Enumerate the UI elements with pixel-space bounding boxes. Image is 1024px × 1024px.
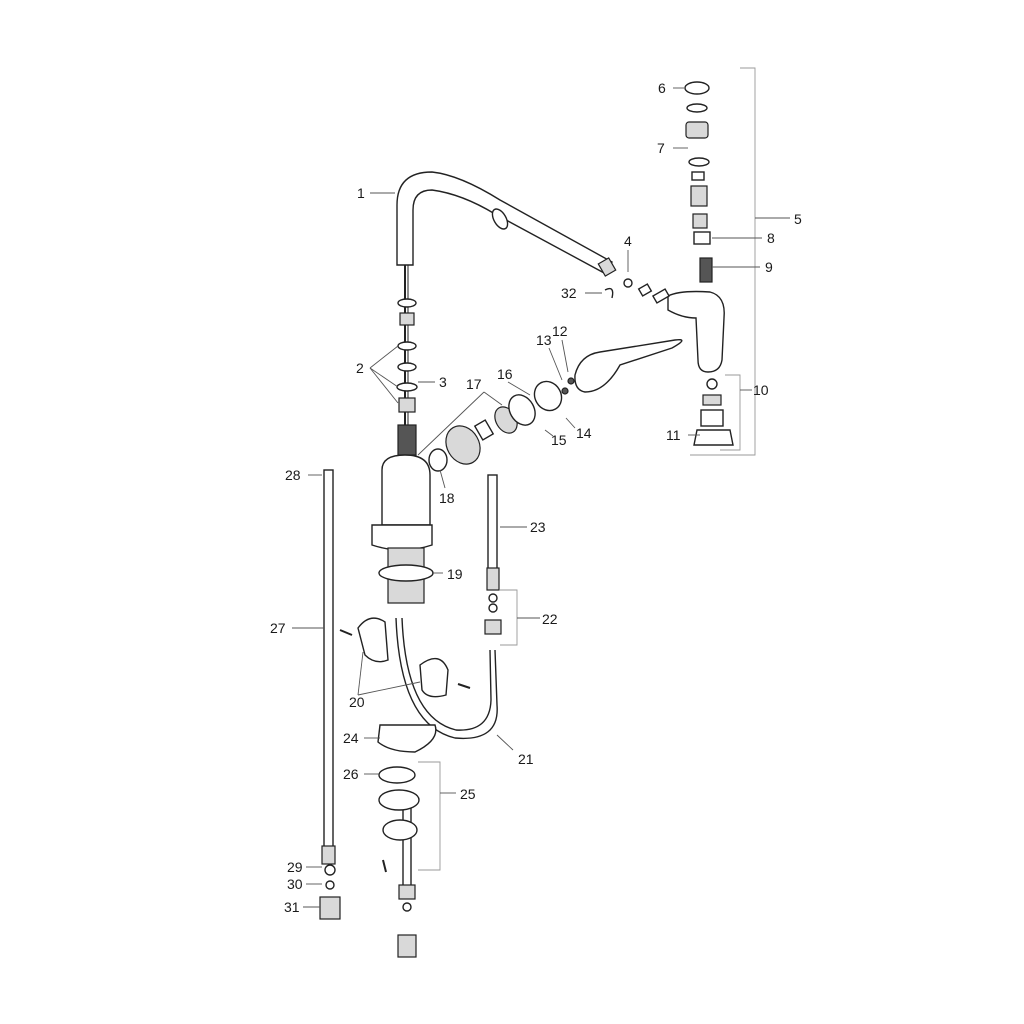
label-part-17: 17 xyxy=(466,376,482,392)
label-part-30: 30 xyxy=(287,876,303,892)
label-part-19: 19 xyxy=(447,566,463,582)
spout-part-1 xyxy=(396,171,617,277)
grouping-brackets xyxy=(418,67,756,871)
lever-handle xyxy=(574,338,683,393)
label-part-13: 13 xyxy=(536,332,552,348)
label-part-11: 11 xyxy=(666,427,681,443)
supply-hoses xyxy=(319,469,502,958)
label-part-22: 22 xyxy=(542,611,558,627)
label-part-16: 16 xyxy=(497,366,513,382)
cartridge-assembly xyxy=(428,377,575,472)
label-part-21: 21 xyxy=(518,751,534,767)
label-part-9: 9 xyxy=(765,259,773,275)
label-part-24: 24 xyxy=(343,730,359,746)
label-part-3: 3 xyxy=(439,374,447,390)
label-part-18: 18 xyxy=(439,490,455,506)
label-part-7: 7 xyxy=(657,140,665,156)
label-part-31: 31 xyxy=(284,899,300,915)
label-part-25: 25 xyxy=(460,786,476,802)
faucet-body xyxy=(371,454,434,604)
label-part-2: 2 xyxy=(356,360,364,376)
label-part-10: 10 xyxy=(753,382,769,398)
label-part-23: 23 xyxy=(530,519,546,535)
spray-hose xyxy=(395,617,498,740)
label-part-26: 26 xyxy=(343,766,359,782)
label-part-14: 14 xyxy=(576,425,592,441)
label-part-28: 28 xyxy=(285,467,301,483)
label-part-1: 1 xyxy=(357,185,365,201)
label-part-15: 15 xyxy=(551,432,567,448)
label-part-4: 4 xyxy=(624,233,632,249)
label-part-27: 27 xyxy=(270,620,286,636)
label-part-6: 6 xyxy=(658,80,666,96)
leader-lines xyxy=(292,87,790,908)
small-fittings xyxy=(604,278,671,304)
label-part-32: 32 xyxy=(561,285,577,301)
label-part-12: 12 xyxy=(552,323,568,339)
label-part-29: 29 xyxy=(287,859,303,875)
mounting-hardware xyxy=(339,617,471,873)
label-part-5: 5 xyxy=(794,211,802,227)
label-part-8: 8 xyxy=(767,230,775,246)
part-labels: 1 2 3 4 5 6 7 8 9 10 11 12 13 14 15 16 1… xyxy=(270,80,802,915)
center-shaft xyxy=(396,265,418,456)
spray-head xyxy=(667,81,734,446)
label-part-20: 20 xyxy=(349,694,365,710)
